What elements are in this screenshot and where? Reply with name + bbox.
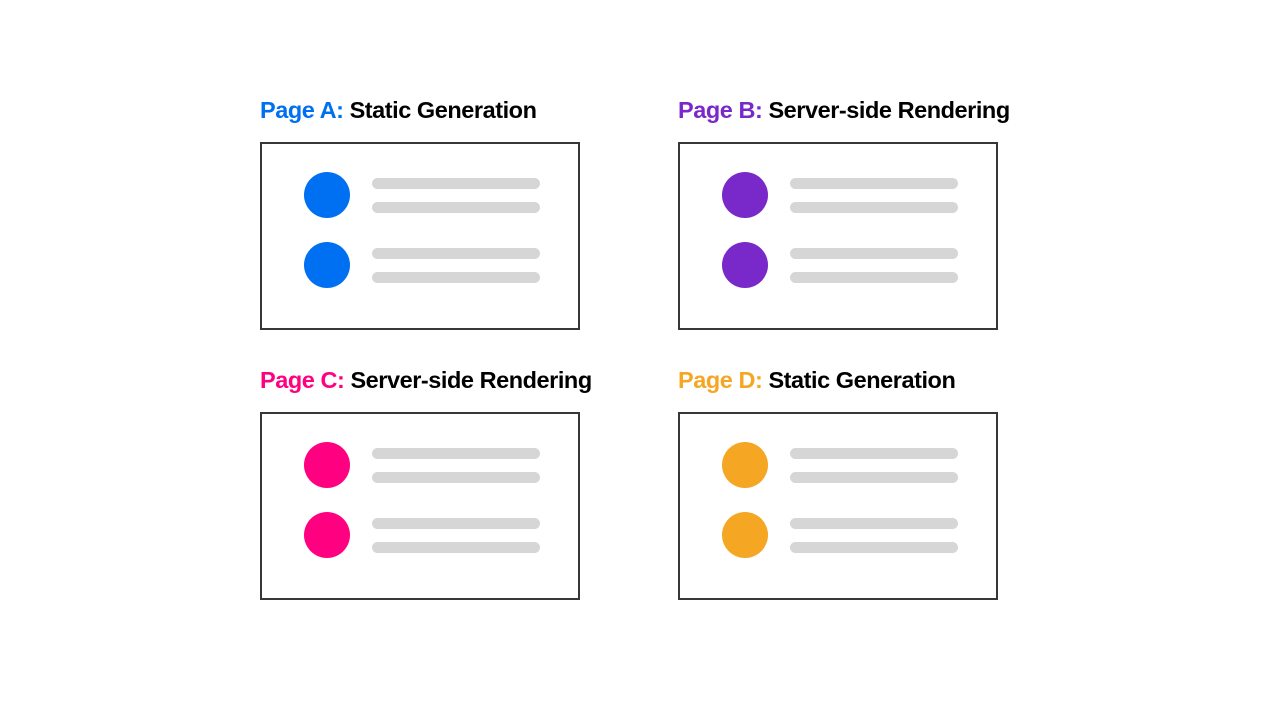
placeholder-bar [372, 271, 540, 283]
placeholder-bar [790, 247, 958, 259]
page-c-title-description: Server-side Rendering [344, 367, 592, 393]
page-d-title-prefix: Page D: [678, 367, 763, 393]
page-card-a: Page A: Static Generation [260, 96, 584, 330]
placeholder-lines [790, 247, 958, 283]
page-c-title: Page C: Server-side Rendering [260, 366, 592, 394]
placeholder-lines [790, 447, 958, 483]
content-row [304, 512, 578, 558]
avatar-circle [304, 242, 350, 288]
placeholder-lines [372, 447, 540, 483]
placeholder-bar [372, 201, 540, 213]
page-card-b: Page B: Server-side Rendering [678, 96, 1010, 330]
page-card-c: Page C: Server-side Rendering [260, 366, 592, 600]
content-row [722, 172, 996, 218]
page-d-preview-box [678, 412, 998, 600]
placeholder-bar [790, 447, 958, 459]
content-row [304, 442, 578, 488]
page-b-title-prefix: Page B: [678, 97, 763, 123]
placeholder-lines [372, 247, 540, 283]
avatar-circle [304, 442, 350, 488]
placeholder-bar [790, 517, 958, 529]
page-d-title-description: Static Generation [762, 367, 956, 393]
placeholder-lines [790, 177, 958, 213]
page-b-title-description: Server-side Rendering [762, 97, 1010, 123]
placeholder-bar [372, 447, 540, 459]
content-row [304, 172, 578, 218]
page-card-d: Page D: Static Generation [678, 366, 1002, 600]
placeholder-lines [372, 517, 540, 553]
placeholder-bar [790, 177, 958, 189]
content-row [722, 512, 996, 558]
page-d-title: Page D: Static Generation [678, 366, 1002, 394]
placeholder-bar [372, 177, 540, 189]
placeholder-bar [790, 271, 958, 283]
page-b-preview-box [678, 142, 998, 330]
placeholder-bar [372, 471, 540, 483]
page-a-title-description: Static Generation [343, 97, 537, 123]
avatar-circle [722, 442, 768, 488]
placeholder-lines [372, 177, 540, 213]
placeholder-bar [372, 247, 540, 259]
page-a-preview-box [260, 142, 580, 330]
avatar-circle [304, 512, 350, 558]
placeholder-bar [790, 541, 958, 553]
content-row [722, 242, 996, 288]
page-c-title-prefix: Page C: [260, 367, 345, 393]
avatar-circle [722, 172, 768, 218]
content-row [304, 242, 578, 288]
avatar-circle [722, 242, 768, 288]
placeholder-bar [372, 541, 540, 553]
placeholder-lines [790, 517, 958, 553]
avatar-circle [304, 172, 350, 218]
content-row [722, 442, 996, 488]
page-a-title: Page A: Static Generation [260, 96, 584, 124]
avatar-circle [722, 512, 768, 558]
page-a-title-prefix: Page A: [260, 97, 344, 123]
placeholder-bar [790, 201, 958, 213]
placeholder-bar [372, 517, 540, 529]
page-c-preview-box [260, 412, 580, 600]
page-b-title: Page B: Server-side Rendering [678, 96, 1010, 124]
placeholder-bar [790, 471, 958, 483]
